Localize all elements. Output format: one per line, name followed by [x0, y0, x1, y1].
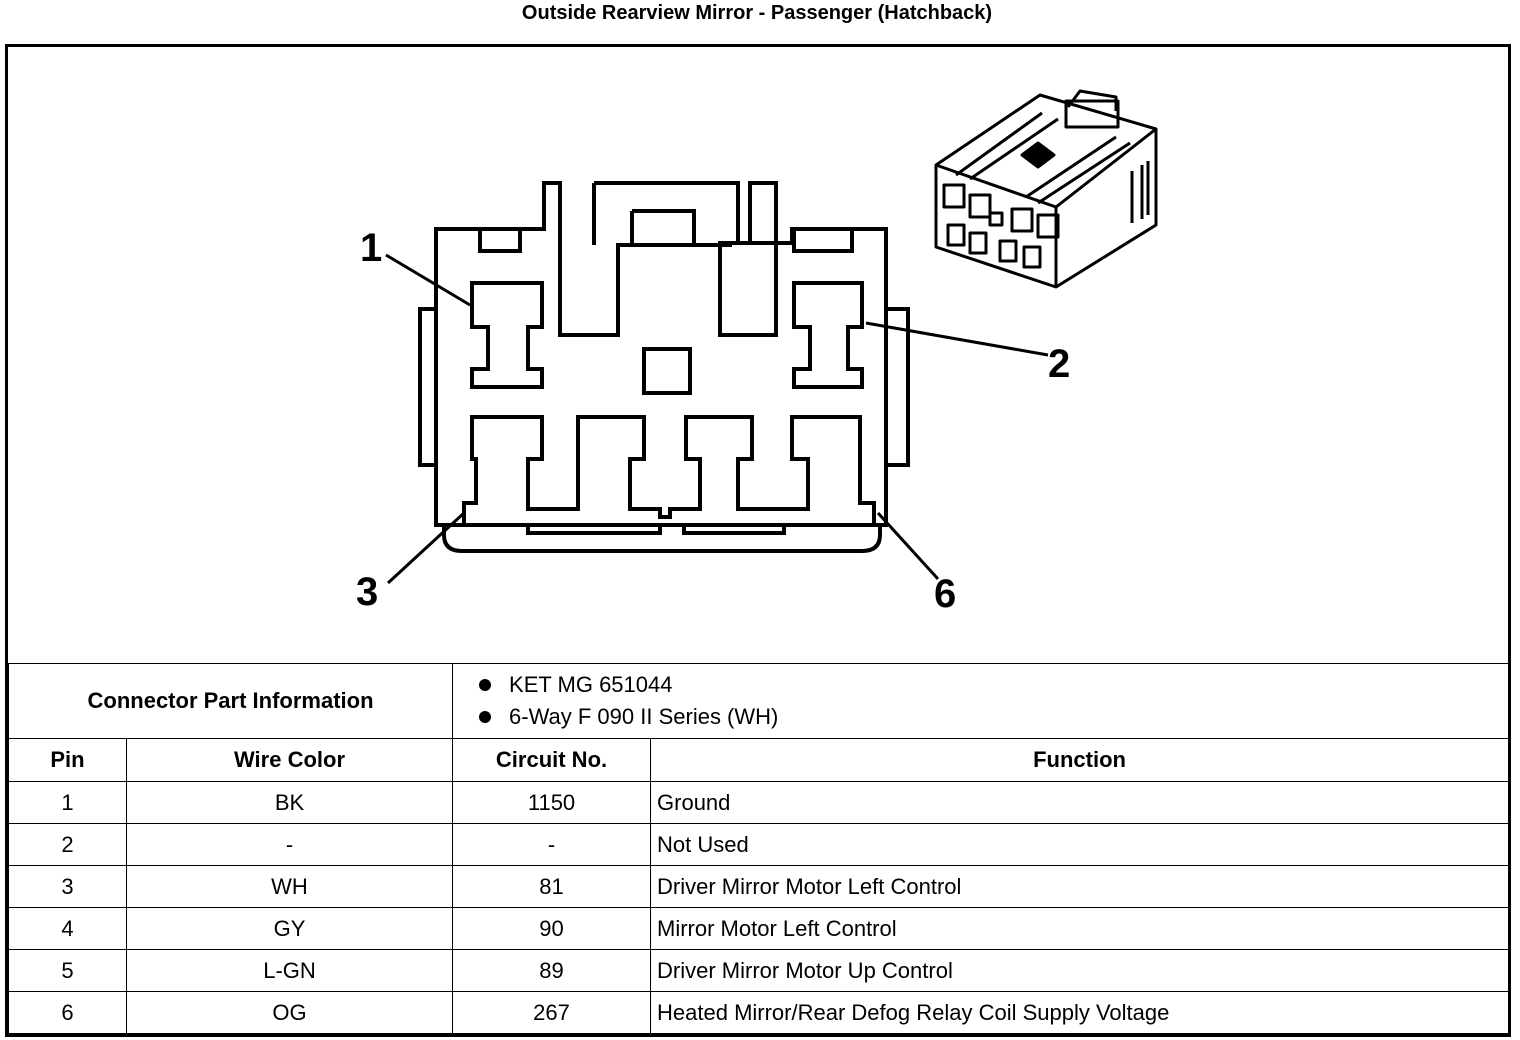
cell-pin: 4	[8, 907, 127, 950]
cell-pin: 3	[8, 865, 127, 908]
leader-pin3	[386, 511, 466, 585]
callout-pin2: 2	[1048, 342, 1070, 386]
latch-window	[632, 209, 696, 245]
table-header-row: Pin Wire Color Circuit No. Function	[8, 738, 1510, 782]
connector-isometric-view	[934, 89, 1158, 289]
connector-frame: 1 2 3 6 Connector Part Information KET M…	[5, 44, 1511, 1037]
connector-info-label: Connector Part Information	[7, 663, 454, 739]
cell-wire-color: GY	[125, 907, 454, 950]
table-row: 6 OG 267 Heated Mirror/Rear Defog Relay …	[8, 991, 1510, 1034]
leader-pin1	[385, 253, 471, 307]
tab-left	[478, 227, 522, 253]
connector-face-diagram: 1 2 3 6	[356, 89, 1158, 616]
leader-pin6	[876, 511, 940, 581]
callout-pin3: 3	[356, 570, 378, 614]
cavity-row-bottom	[462, 415, 876, 535]
cell-wire-color: OG	[125, 991, 454, 1034]
cell-function: Driver Mirror Motor Left Control	[650, 865, 1510, 908]
page-title: Outside Rearview Mirror - Passenger (Hat…	[521, 2, 993, 24]
bottom-shroud	[442, 523, 882, 553]
tab-right	[792, 227, 854, 253]
cell-function: Not Used	[650, 823, 1510, 866]
cell-wire-color: -	[125, 823, 454, 866]
cell-pin: 5	[8, 949, 127, 992]
housing-outline	[434, 181, 888, 527]
cell-circuit: 89	[452, 949, 652, 992]
cell-function: Mirror Motor Left Control	[650, 907, 1510, 950]
cell-circuit: 90	[452, 907, 652, 950]
cell-pin: 1	[8, 781, 127, 824]
table-row: 2 - - Not Used	[8, 823, 1510, 866]
table-row: 3 WH 81 Driver Mirror Motor Left Control	[8, 865, 1510, 908]
callout-pin1: 1	[360, 226, 382, 270]
cell-circuit: 267	[452, 991, 652, 1034]
rib-left	[418, 307, 436, 467]
cell-wire-color: L-GN	[125, 949, 454, 992]
cell-function: Driver Mirror Motor Up Control	[650, 949, 1510, 992]
center-key	[642, 347, 692, 395]
header-function: Function	[650, 738, 1510, 782]
connector-pinout-table: Connector Part Information KET MG 651044…	[7, 663, 1510, 1034]
cell-wire-color: WH	[125, 865, 454, 908]
cell-function: Ground	[650, 781, 1510, 824]
latch-outline	[592, 181, 740, 245]
leader-pin2	[865, 321, 1049, 357]
cell-pin: 6	[8, 991, 127, 1034]
table-row: 5 L-GN 89 Driver Mirror Motor Up Control	[8, 949, 1510, 992]
connector-info-list: KET MG 651044 6-Way F 090 II Series (WH)	[452, 663, 1510, 739]
cell-wire-color: BK	[125, 781, 454, 824]
connector-info-item: 6-Way F 090 II Series (WH)	[477, 701, 1508, 733]
cavity-2	[792, 281, 864, 389]
header-pin: Pin	[8, 738, 127, 782]
cell-circuit: 1150	[452, 781, 652, 824]
cell-circuit: -	[452, 823, 652, 866]
table-row: 4 GY 90 Mirror Motor Left Control	[8, 907, 1510, 950]
table-row: 1 BK 1150 Ground	[8, 781, 1510, 824]
cell-function: Heated Mirror/Rear Defog Relay Coil Supp…	[650, 991, 1510, 1034]
cell-circuit: 81	[452, 865, 652, 908]
connector-info-row: Connector Part Information KET MG 651044…	[7, 663, 1510, 739]
cell-pin: 2	[8, 823, 127, 866]
header-circuit-no: Circuit No.	[452, 738, 652, 782]
connector-info-item: KET MG 651044	[477, 669, 1508, 701]
rib-right	[886, 307, 910, 467]
header-wire-color: Wire Color	[125, 738, 454, 782]
callout-pin6: 6	[934, 572, 956, 616]
cavity-1	[470, 281, 544, 389]
